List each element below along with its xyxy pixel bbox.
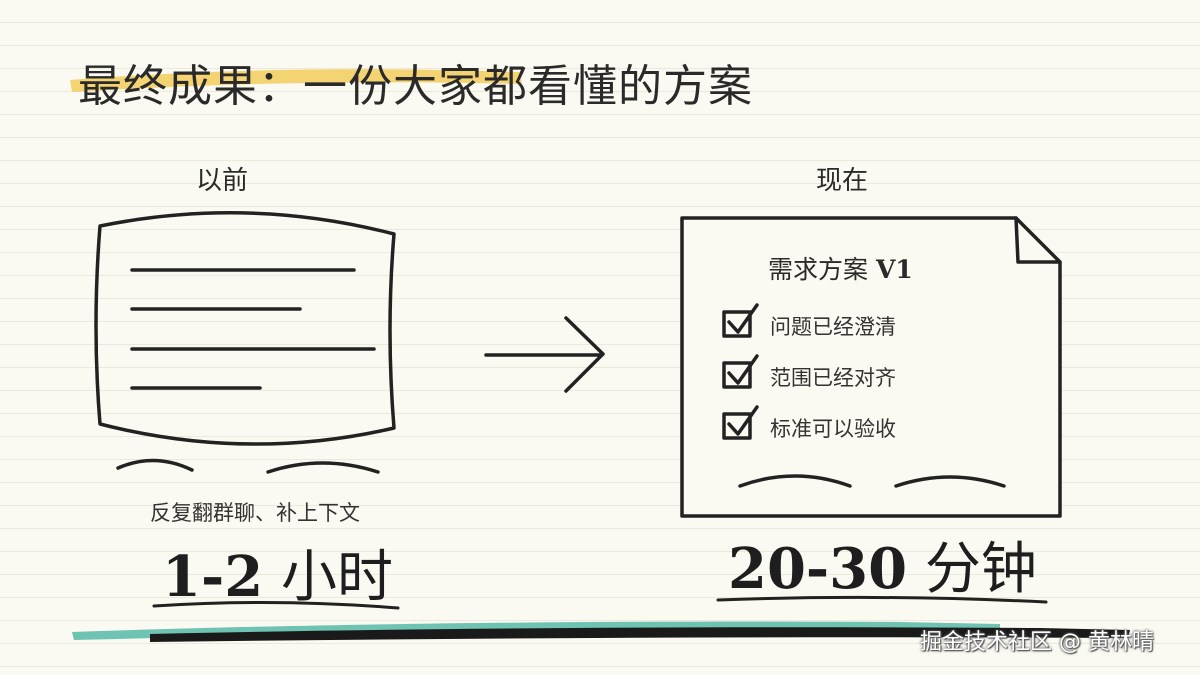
before-time-unit: 小时	[263, 545, 393, 610]
before-time-number: 1-2	[162, 544, 264, 610]
document-version: V1	[875, 255, 913, 284]
before-document	[94, 211, 396, 474]
checklist-item-3: 标准可以验收	[770, 417, 896, 441]
after-time-unit: 分钟	[907, 537, 1037, 602]
before-time: 1-2 小时	[162, 532, 393, 613]
after-shadow-left	[738, 474, 852, 488]
title-highlight	[70, 69, 522, 92]
checkbox-checked-icon	[722, 354, 759, 389]
after-time-underline	[716, 595, 1048, 604]
watermark: 掘金技术社区 @ 黄林晴	[920, 630, 1154, 655]
before-shadow-right	[266, 461, 380, 474]
after-shadow-right	[894, 475, 1006, 488]
before-label: 以前	[196, 166, 249, 196]
checkbox-checked-icon	[722, 303, 759, 338]
bottom-brush-black	[150, 627, 1130, 642]
after-label: 现在	[816, 166, 869, 196]
document-title: 需求方案 V1	[768, 250, 913, 286]
checklist-item-1: 问题已经澄清	[770, 315, 896, 339]
slide-title: 最终成果：一份大家都看懂的方案	[78, 61, 753, 112]
checklist-item-2: 范围已经对齐	[770, 366, 896, 390]
before-time-underline	[152, 600, 400, 610]
before-shadow-left	[116, 458, 194, 472]
before-caption: 反复翻群聊、补上下文	[150, 501, 360, 525]
after-time-number: 20-30	[728, 536, 908, 602]
dog-ear	[1014, 216, 1062, 264]
after-document	[680, 216, 1062, 518]
after-time: 20-30 分钟	[728, 524, 1037, 605]
checkbox-checked-icon	[722, 405, 759, 440]
arrow-icon	[484, 316, 605, 393]
document-title-text: 需求方案	[768, 255, 876, 284]
